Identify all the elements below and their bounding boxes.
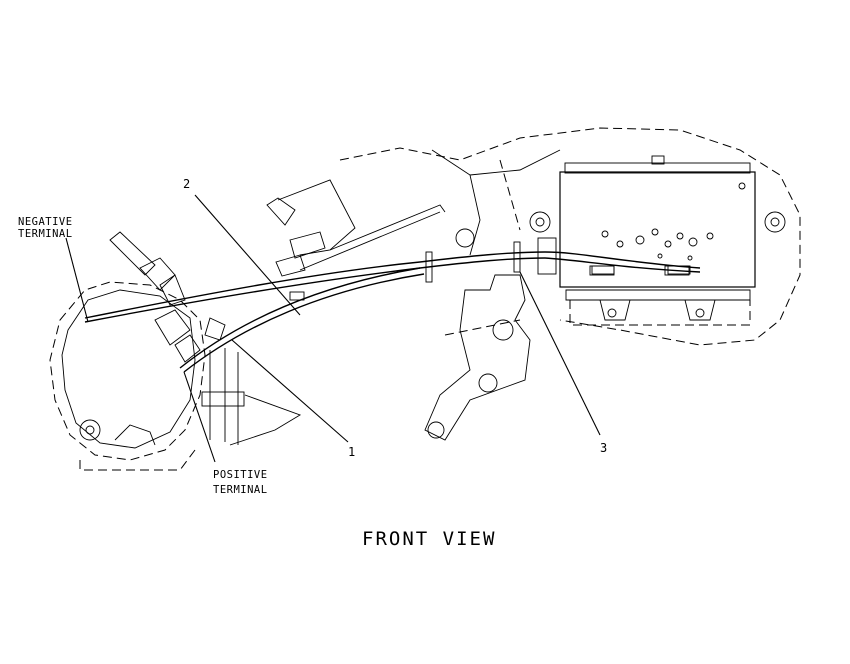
engine-bracket bbox=[339, 127, 801, 346]
leader-positive-terminal bbox=[183, 371, 216, 463]
leader-negative-terminal bbox=[65, 237, 89, 323]
callout-2: 2 bbox=[183, 177, 190, 191]
support-post bbox=[201, 348, 302, 446]
positive-terminal-label-line1: POSITIVE bbox=[213, 469, 268, 481]
callout-1: 1 bbox=[348, 445, 355, 459]
leader-callout-3 bbox=[519, 271, 601, 436]
upper-bracket bbox=[266, 179, 446, 277]
wiring-harness bbox=[84, 237, 701, 373]
positive-terminal-label-line2: TERMINAL bbox=[213, 484, 268, 496]
alternator bbox=[49, 231, 226, 471]
negative-terminal-label-line2: TERMINAL bbox=[18, 228, 73, 240]
view-title: FRONT VIEW bbox=[362, 528, 496, 550]
leader-callout-1 bbox=[231, 339, 349, 443]
callout-3: 3 bbox=[600, 441, 607, 455]
control-box bbox=[559, 155, 756, 326]
lower-bracket-arm bbox=[424, 274, 531, 441]
leader-callout-2 bbox=[194, 194, 301, 316]
negative-terminal-label-line1: NEGATIVE bbox=[18, 216, 73, 228]
leader-lines bbox=[65, 194, 601, 463]
